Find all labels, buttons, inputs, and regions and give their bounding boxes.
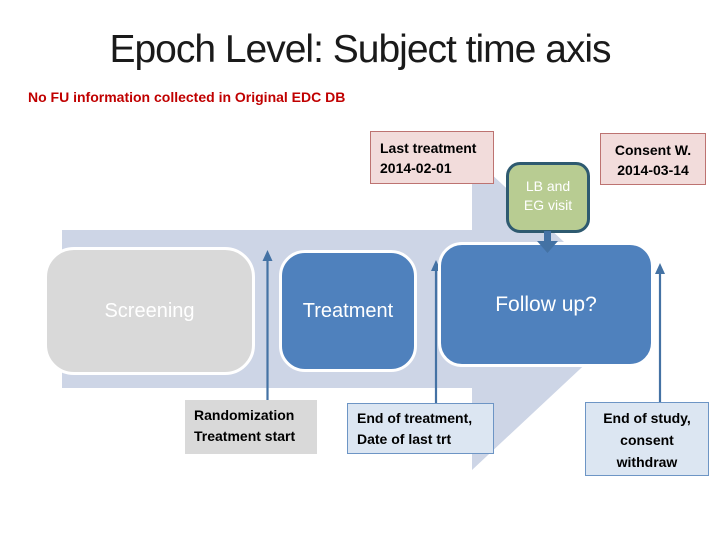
milestone-randomization-line1: Randomization (194, 407, 295, 423)
milestone-end-study: End of study, consent withdraw (585, 402, 709, 476)
epoch-box-followup: Follow up? (438, 242, 654, 367)
annotation-consent-date: 2014-03-14 (617, 162, 689, 178)
annotation-lb-eg-line1: LB and (525, 178, 571, 194)
epoch-label-followup: Follow up? (495, 292, 597, 316)
connector-end-study-arrowhead (655, 263, 665, 274)
annotation-lb-eg-line2: EG visit (523, 197, 573, 213)
annotation-consent-line1: Consent W. (614, 142, 692, 158)
milestone-randomization-line2: Treatment start (194, 428, 296, 444)
connector-randomization-arrowhead (262, 250, 273, 261)
annotation-last-treatment-date: 2014-02-01 (380, 160, 452, 176)
milestone-end-treatment: End of treatment, Date of last trt (347, 403, 494, 454)
annotation-consent-withdraw: Consent W. 2014-03-14 (600, 133, 706, 185)
milestone-end-study-line3: withdraw (616, 454, 678, 470)
milestone-end-treatment-line1: End of treatment, (357, 410, 473, 426)
slide-title: Epoch Level: Subject time axis (109, 28, 611, 71)
annotation-last-treatment: Last treatment 2014-02-01 (370, 131, 494, 184)
epoch-box-treatment: Treatment (279, 250, 417, 372)
milestone-end-treatment-line2: Date of last trt (357, 431, 452, 447)
milestone-end-study-line1: End of study, (603, 410, 691, 426)
milestone-randomization: Randomization Treatment start (185, 400, 317, 454)
epoch-label-treatment: Treatment (302, 299, 394, 322)
note-text: No FU information collected in Original … (28, 89, 346, 105)
epoch-label-screening: Screening (104, 299, 195, 322)
milestone-end-study-line2: consent (620, 432, 674, 448)
epoch-box-screening: Screening (44, 247, 255, 375)
annotation-last-treatment-line1: Last treatment (380, 140, 477, 156)
annotation-lb-eg-visit: LB and EG visit (506, 162, 590, 233)
